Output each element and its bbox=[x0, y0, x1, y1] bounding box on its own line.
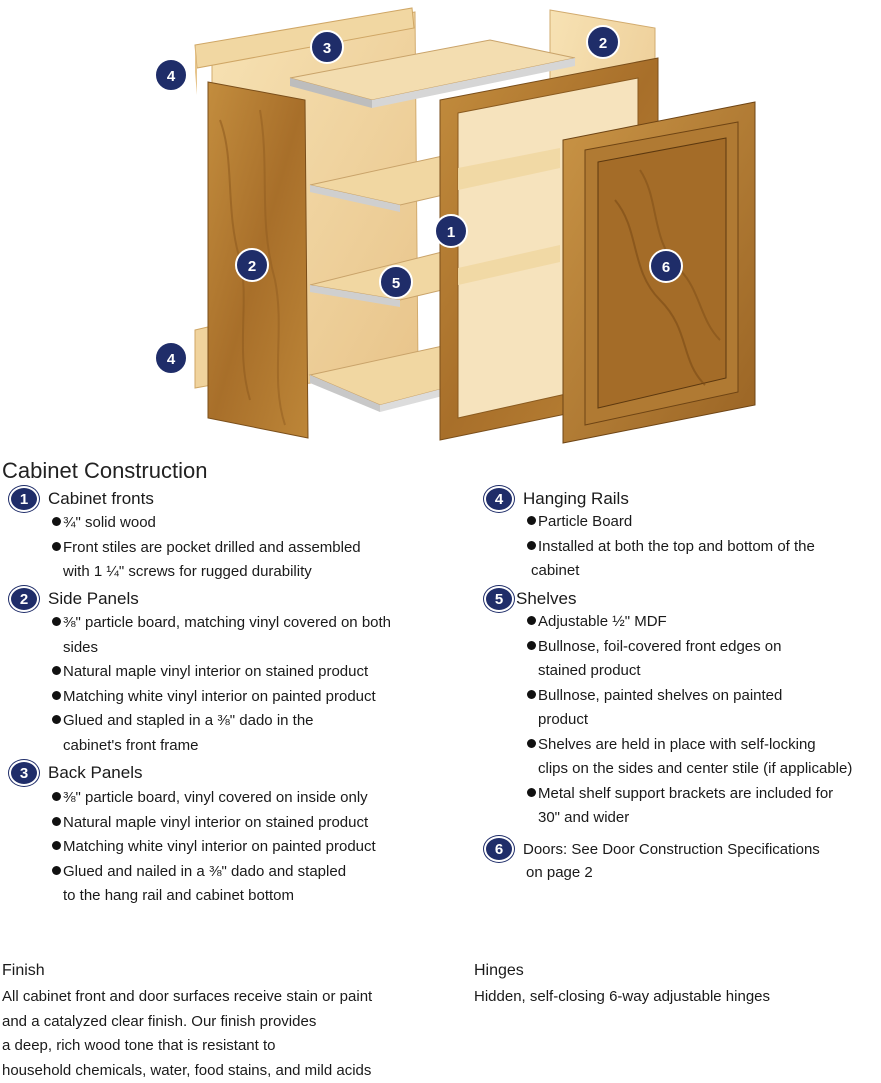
bullet-item-continued: to the hang rail and cabinet bottom bbox=[63, 887, 294, 904]
section-4-title: Hanging Rails bbox=[523, 489, 629, 508]
svg-text:6: 6 bbox=[662, 259, 670, 276]
page-title: Cabinet Construction bbox=[2, 458, 208, 483]
section-4-bullets: Particle Board Installed at both the top… bbox=[527, 510, 815, 584]
section-2-header: 2 Side Panels bbox=[9, 586, 139, 612]
section-1-title: Cabinet fronts bbox=[48, 489, 154, 508]
section-5-badge: 5 bbox=[484, 586, 514, 612]
bullet-item: Shelves are held in place with self-lock… bbox=[527, 733, 852, 758]
bullet-item: Metal shelf support brackets are include… bbox=[527, 782, 852, 807]
section-2-bullets: ⅜" particle board, matching vinyl covere… bbox=[52, 611, 391, 758]
bullet-item: Bullnose, foil-covered front edges on bbox=[527, 635, 852, 660]
bullet-item: ¾" solid wood bbox=[52, 511, 361, 536]
section-4-badge: 4 bbox=[484, 486, 514, 512]
bullet-item: Adjustable ½" MDF bbox=[527, 610, 852, 635]
callout-badge-4-bottom: 4 bbox=[154, 341, 188, 375]
callout-badge-6: 6 bbox=[649, 249, 683, 283]
bullet-item: Matching white vinyl interior on painted… bbox=[52, 835, 376, 860]
bullet-item-continued: clips on the sides and center stile (if … bbox=[538, 760, 853, 777]
svg-text:2: 2 bbox=[599, 35, 607, 52]
callout-badge-1: 1 bbox=[434, 214, 468, 248]
bullet-item: Glued and stapled in a ⅜" dado in the bbox=[52, 709, 391, 734]
bullet-item-continued: cabinet's front frame bbox=[63, 736, 199, 754]
callout-badge-2-side: 2 bbox=[235, 248, 269, 282]
callout-badge-5: 5 bbox=[379, 265, 413, 299]
bullet-item-continued: product bbox=[538, 711, 589, 728]
bullet-item: ⅜" particle board, matching vinyl covere… bbox=[52, 611, 391, 636]
section-3-header: 3 Back Panels bbox=[9, 760, 143, 786]
svg-text:1: 1 bbox=[447, 224, 455, 241]
section-1-badge: 1 bbox=[9, 486, 39, 512]
section-5-bullets: Adjustable ½" MDF Bullnose, foil-covered… bbox=[527, 610, 852, 831]
bullet-item-continued: with 1 ¼" screws for rugged durability bbox=[63, 563, 312, 580]
bullet-item: Bullnose, painted shelves on painted bbox=[527, 684, 852, 709]
section-6-header: 6 Doors: See Door Construction Specifica… bbox=[484, 836, 820, 862]
bullet-item-continued: cabinet bbox=[531, 562, 580, 579]
hinges-text: Hidden, self-closing 6-way adjustable hi… bbox=[474, 988, 771, 1005]
bullet-item: Glued and nailed in a ⅜" dado and staple… bbox=[52, 860, 376, 885]
bullet-item-continued: sides bbox=[63, 638, 99, 656]
section-4-header: 4 Hanging Rails bbox=[484, 486, 629, 512]
section-5-header: 5 Shelves bbox=[484, 586, 576, 612]
section-6-badge: 6 bbox=[484, 836, 514, 862]
bullet-item: Natural maple vinyl interior on stained … bbox=[52, 811, 376, 836]
section-6-title-continued: on page 2 bbox=[526, 864, 593, 881]
callout-badge-4-top: 4 bbox=[154, 58, 188, 92]
svg-text:5: 5 bbox=[392, 275, 400, 292]
svg-text:2: 2 bbox=[248, 258, 256, 275]
svg-text:4: 4 bbox=[167, 351, 176, 368]
svg-text:3: 3 bbox=[323, 40, 331, 57]
finish-text: All cabinet front and door surfaces rece… bbox=[2, 988, 373, 1079]
bullet-item: ⅜" particle board, vinyl covered on insi… bbox=[52, 786, 376, 811]
callout-badge-2-top: 2 bbox=[586, 25, 620, 59]
section-3-bullets: ⅜" particle board, vinyl covered on insi… bbox=[52, 786, 376, 909]
section-2-title: Side Panels bbox=[48, 589, 139, 608]
bullet-item: Matching white vinyl interior on painted… bbox=[52, 685, 391, 710]
callout-badge-3: 3 bbox=[310, 30, 344, 64]
section-1-header: 1 Cabinet fronts bbox=[9, 486, 154, 512]
section-3-badge: 3 bbox=[9, 760, 39, 786]
section-1-bullets: ¾" solid wood Front stiles are pocket dr… bbox=[52, 511, 361, 585]
bullet-item: Particle Board bbox=[527, 510, 815, 535]
bullet-item-continued: stained product bbox=[538, 662, 641, 679]
section-2-badge: 2 bbox=[9, 586, 39, 612]
section-5-title: Shelves bbox=[516, 589, 577, 608]
cabinet-exploded-illustration: 4 3 2 1 2 5 6 4 bbox=[154, 7, 756, 444]
bullet-item: Natural maple vinyl interior on stained … bbox=[52, 660, 391, 685]
bullet-item: Installed at both the top and bottom of … bbox=[527, 535, 815, 560]
bullet-item-continued: 30" and wider bbox=[538, 809, 630, 826]
section-6-title: Doors: See Door Construction Specificati… bbox=[523, 840, 820, 858]
section-3-title: Back Panels bbox=[48, 763, 143, 782]
hinges-heading: Hinges bbox=[474, 962, 524, 979]
svg-text:4: 4 bbox=[167, 68, 176, 85]
bullet-item: Front stiles are pocket drilled and asse… bbox=[52, 536, 361, 561]
finish-heading: Finish bbox=[2, 962, 45, 979]
